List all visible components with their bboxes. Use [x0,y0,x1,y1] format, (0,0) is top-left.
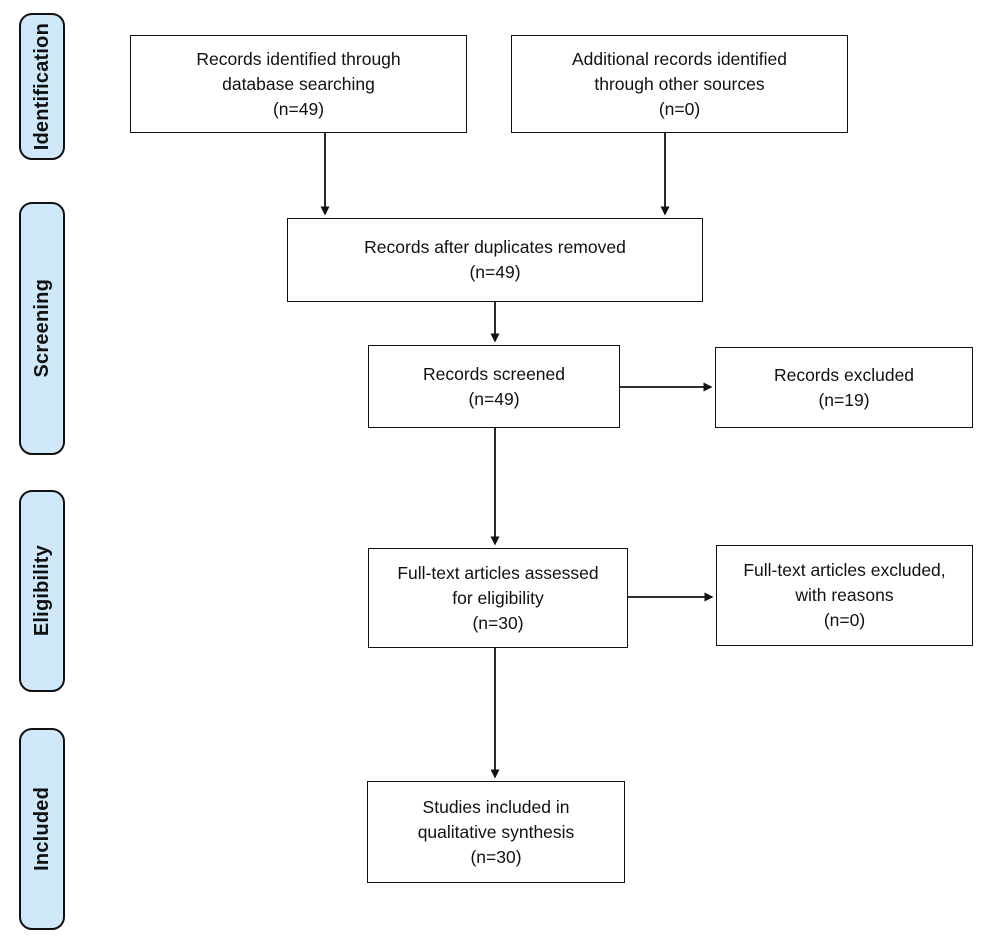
stage-label-identification: Identification [30,22,53,151]
stage-label-screening: Screening [30,279,53,378]
box-records-screened-text: Records screened (n=49) [422,363,566,409]
box-records-identified-text: Records identified through database sear… [196,48,401,119]
stage-label-eligibility: Eligibility [30,545,53,637]
box-fulltext-assessed-text: Full-text articles assessed for eligibil… [397,562,599,633]
box-studies-included-text: Studies included in qualitative synthesi… [417,796,575,867]
box-additional-records: Additional records identified through ot… [511,35,848,133]
box-records-identified: Records identified through database sear… [130,35,467,133]
box-fulltext-assessed: Full-text articles assessed for eligibil… [368,548,628,648]
stage-label-included: Included [30,787,53,871]
box-records-excluded: Records excluded (n=19) [715,347,973,428]
box-fulltext-excluded: Full-text articles excluded, with reason… [716,545,973,646]
box-additional-records-text: Additional records identified through ot… [572,48,787,119]
box-studies-included: Studies included in qualitative synthesi… [367,781,625,883]
stage-band-included: Included [19,728,65,930]
box-fulltext-excluded-text: Full-text articles excluded, with reason… [743,560,946,630]
stage-band-eligibility: Eligibility [19,490,65,692]
box-records-screened: Records screened (n=49) [368,345,620,428]
box-duplicates-removed: Records after duplicates removed (n=49) [287,218,703,302]
box-records-excluded-text: Records excluded (n=19) [773,364,915,410]
box-duplicates-removed-text: Records after duplicates removed (n=49) [364,237,626,282]
stage-band-identification: Identification [19,13,65,160]
stage-band-screening: Screening [19,202,65,455]
